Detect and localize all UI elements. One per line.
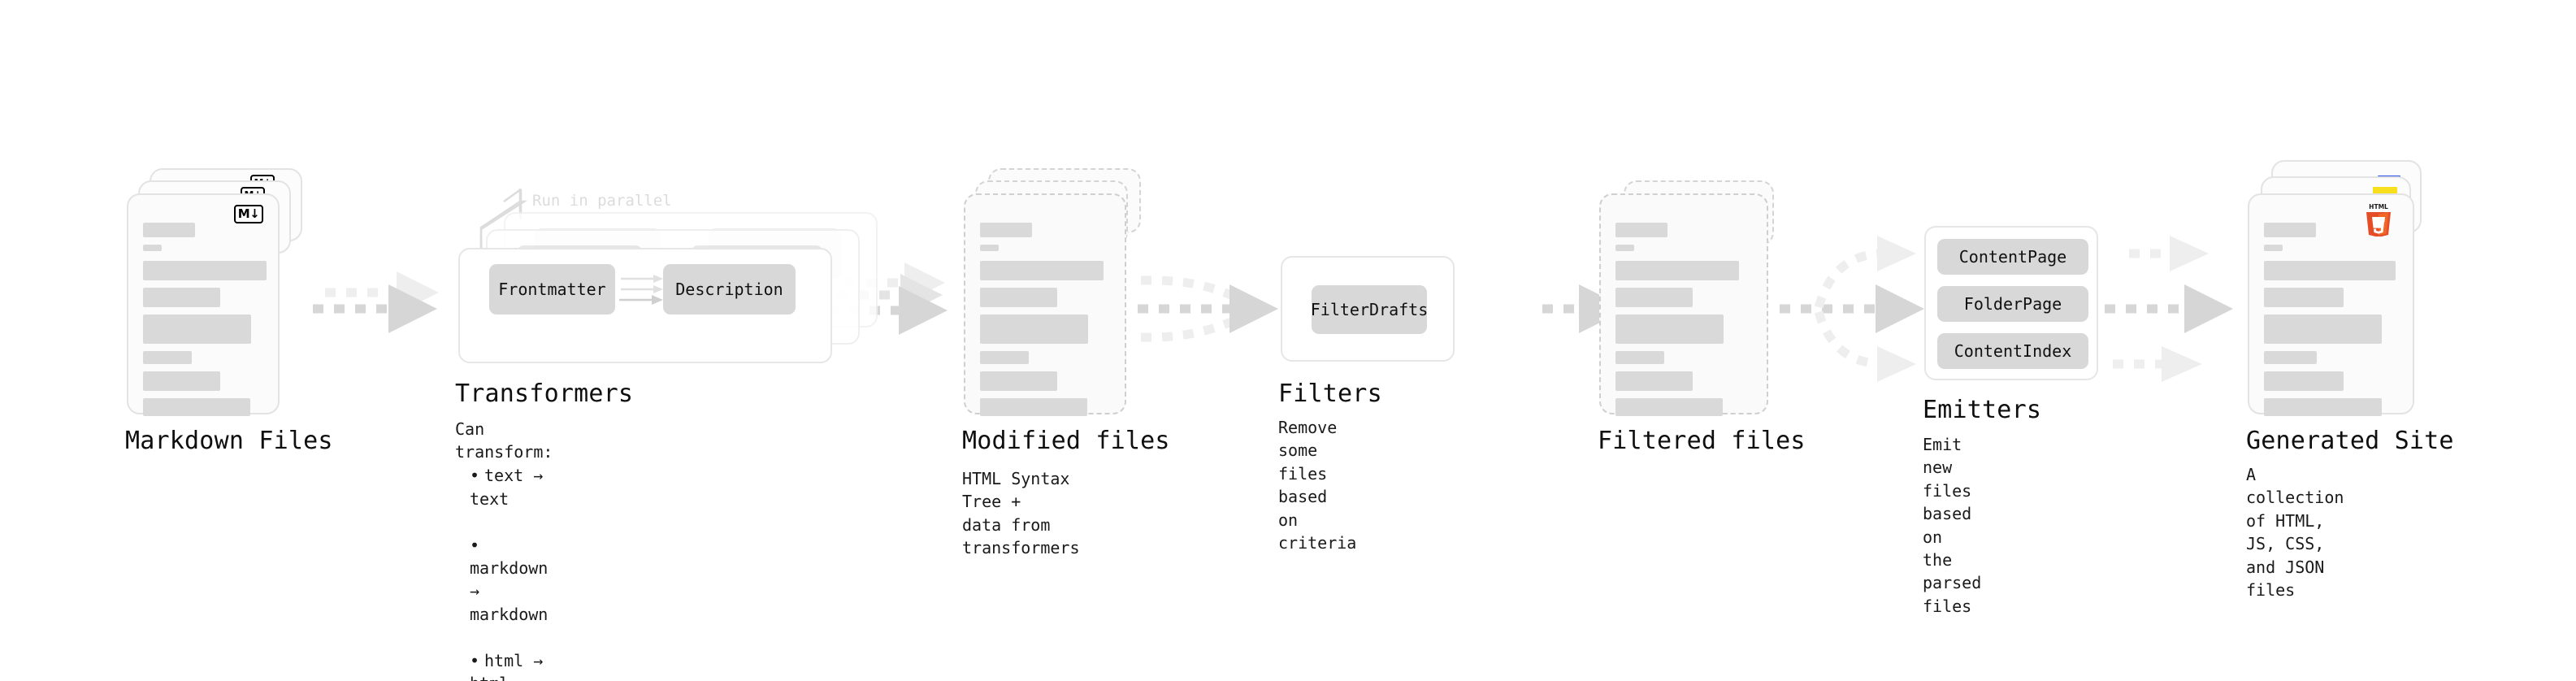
arrow-emitters-to-site [2105,236,2233,382]
filtered-card-content [1615,223,1752,423]
transformers-bullet-list: •text → text •markdown → markdown •html … [470,441,548,681]
emitters-subtitle: Emit new files based on the parsed files [1923,435,1982,616]
transformer-pill-description[interactable]: Description [663,264,796,314]
emitters-title: Emitters [1923,396,2042,424]
emitters-card[interactable]: ContentPage FolderPage ContentIndex [1924,226,2098,380]
html5-wordmark: HTML [2369,203,2388,210]
modified-files-subtitle: HTML Syntax Tree + data from transformer… [962,469,1080,558]
filters-subtitle: Remove some files based on criteria [1278,418,1357,553]
list-item: •markdown → markdown [470,535,549,624]
markdown-card-content [143,223,267,423]
list-item: •html → html [470,650,544,681]
modified-file-card[interactable] [964,193,1126,416]
generated-site-card[interactable]: HTML [2248,193,2414,416]
filtered-file-card[interactable] [1599,193,1768,416]
markdown-files-title: Markdown Files [125,427,333,455]
arrow-filtered-to-emitters [1780,236,1924,382]
generated-site-content [2264,223,2398,423]
emitter-pill-folderpage[interactable]: FolderPage [1937,286,2088,322]
arrow-markdown-to-transformers [313,271,439,333]
html5-icon: HTML [2366,203,2391,236]
transformers-title: Transformers [455,380,634,408]
markdown-icon: M↓ [234,205,263,223]
filtered-files-title: Filtered files [1598,427,1806,455]
generated-site-title: Generated Site [2246,427,2454,455]
transformer-inner-arrows [619,275,663,305]
filters-card[interactable]: FilterDrafts [1281,256,1455,362]
modified-files-title: Modified files [962,427,1170,455]
transformer-pill-frontmatter[interactable]: Frontmatter [489,264,615,314]
filters-title: Filters [1278,380,1382,408]
arrow-modified-to-filters [1138,275,1278,342]
emitter-pill-contentindex[interactable]: ContentIndex [1937,333,2088,369]
generated-site-subtitle: A collection of HTML, JS, CSS, and JSON … [2246,465,2344,600]
emitter-pill-contentpage[interactable]: ContentPage [1937,239,2088,275]
transformers-subtitle: Can transform: [455,419,553,462]
run-in-parallel-label: Run in parallel [532,192,672,210]
list-item: •text → text [470,466,544,509]
modified-card-content [980,223,1110,423]
markdown-file-card[interactable]: M↓ [127,193,280,416]
filter-pill-filterdrafts[interactable]: FilterDrafts [1311,285,1428,334]
transformer-card-front[interactable]: Frontmatter Description [458,248,832,363]
